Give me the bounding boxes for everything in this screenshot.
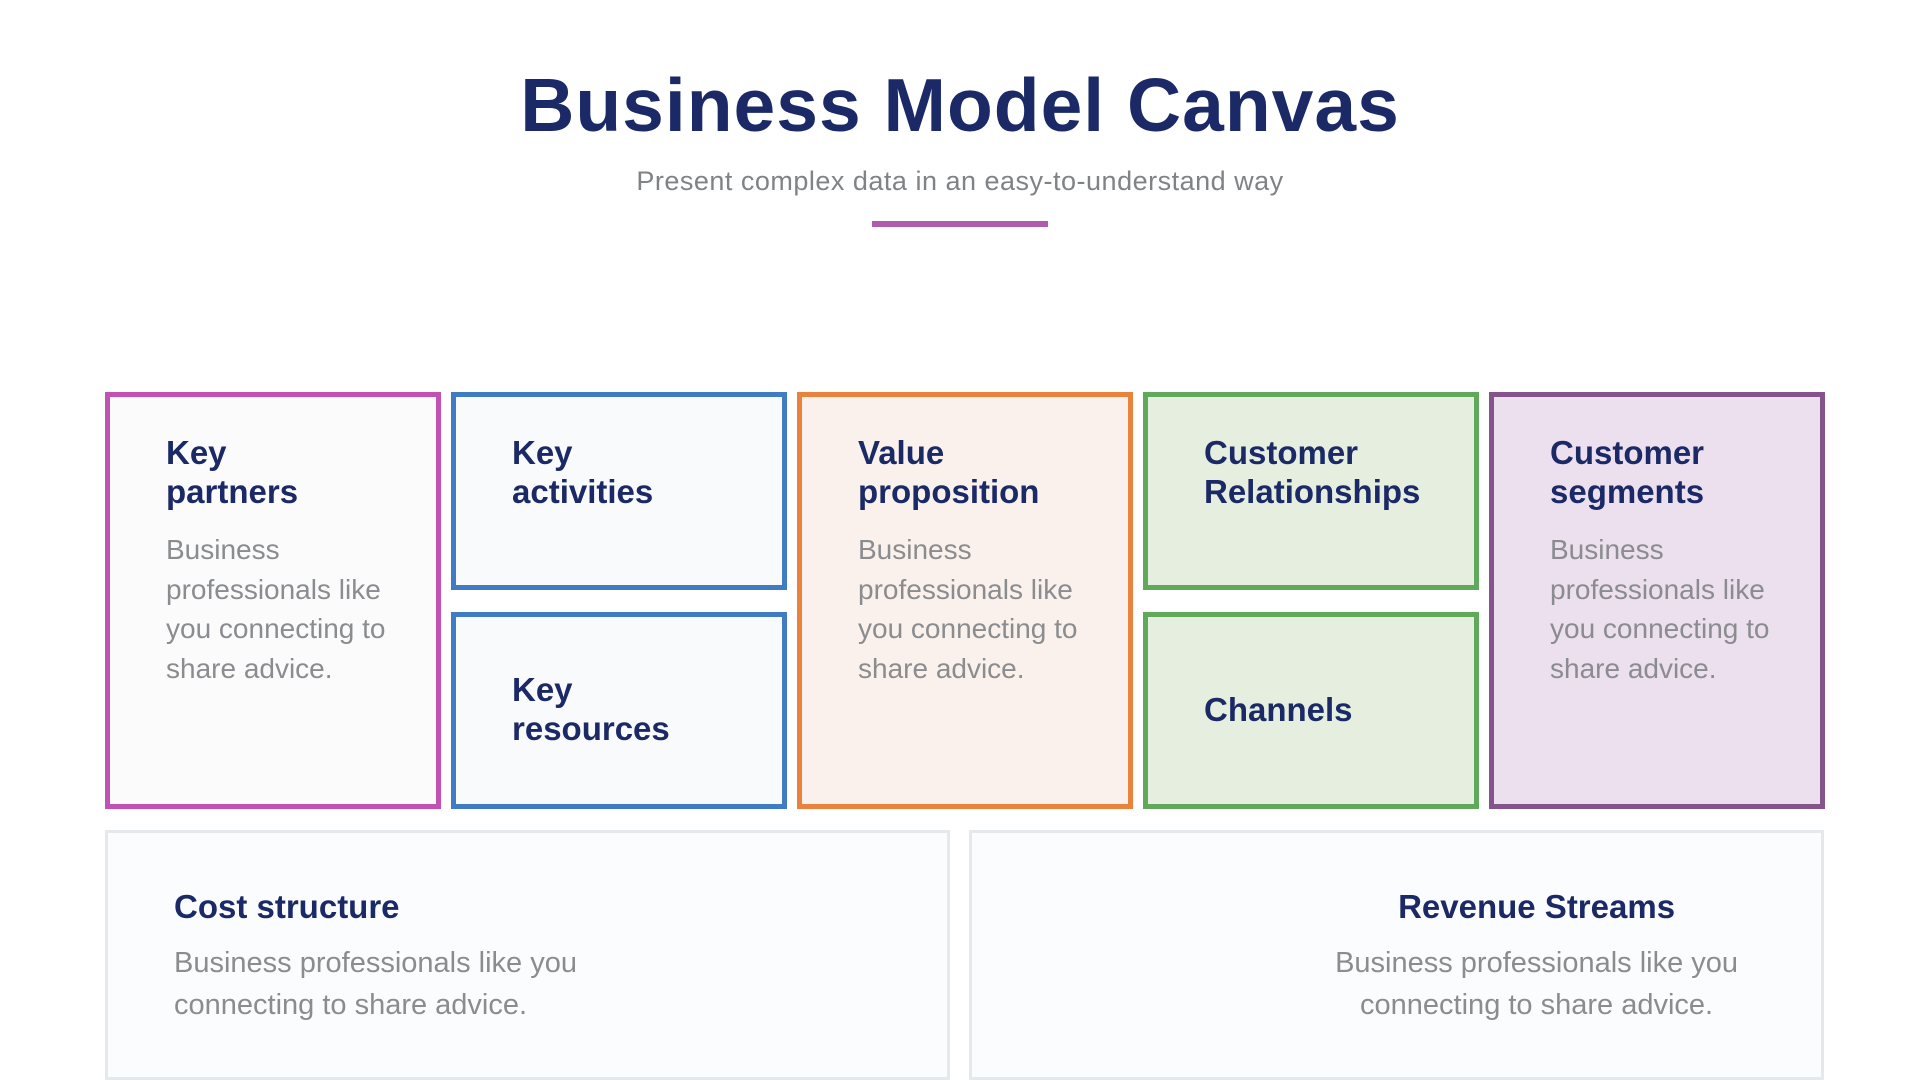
block-key-activities: Key activities [451, 392, 787, 590]
block-key-partners-body: Business professionals like you connecti… [166, 533, 386, 685]
page-subtitle: Present complex data in an easy-to-under… [636, 166, 1284, 196]
block-customer-segments: Customer segments Business professionals… [1489, 392, 1825, 809]
block-value-proposition: Value proposition Business professionals… [797, 392, 1133, 809]
block-value-proposition-title: Value proposition [858, 434, 1040, 510]
block-customer-relationships-title: Customer Relationships [1204, 434, 1421, 510]
block-customer-segments-title: Customer segments [1550, 434, 1705, 510]
block-revenue-streams: Revenue Streams Business professionals l… [969, 830, 1824, 1080]
block-customer-segments-body: Business professionals like you connecti… [1550, 533, 1770, 685]
block-revenue-streams-title: Revenue Streams [1398, 888, 1676, 925]
column-key-activities-resources: Key activities Key resources [451, 392, 787, 809]
block-key-partners: Key partners Business professionals like… [105, 392, 441, 809]
block-channels-title: Channels [1204, 690, 1353, 728]
block-cost-structure: Cost structure Business professionals li… [105, 830, 950, 1080]
block-revenue-streams-body: Business professionals like you connecti… [1335, 947, 1739, 1022]
title-divider-line [872, 221, 1048, 227]
column-relationships-channels: Customer Relationships Channels [1143, 392, 1479, 809]
block-key-resources: Key resources [451, 611, 787, 809]
business-model-canvas-grid: Key partners Business professionals like… [105, 392, 1825, 809]
revenue-streams-content: Revenue Streams Business professionals l… [1312, 833, 1762, 1026]
block-key-partners-title: Key partners [166, 434, 299, 510]
block-cost-structure-body: Business professionals like you connecti… [174, 947, 577, 1022]
block-channels: Channels [1143, 611, 1479, 809]
block-key-resources-title: Key resources [512, 671, 670, 748]
block-value-proposition-body: Business professionals like you connecti… [858, 533, 1078, 685]
block-cost-structure-title: Cost structure [174, 888, 400, 925]
block-customer-relationships: Customer Relationships [1143, 392, 1479, 590]
cost-structure-content: Cost structure Business professionals li… [108, 833, 947, 1026]
page-title: Business Model Canvas [520, 63, 1400, 147]
block-key-activities-title: Key activities [512, 434, 654, 510]
